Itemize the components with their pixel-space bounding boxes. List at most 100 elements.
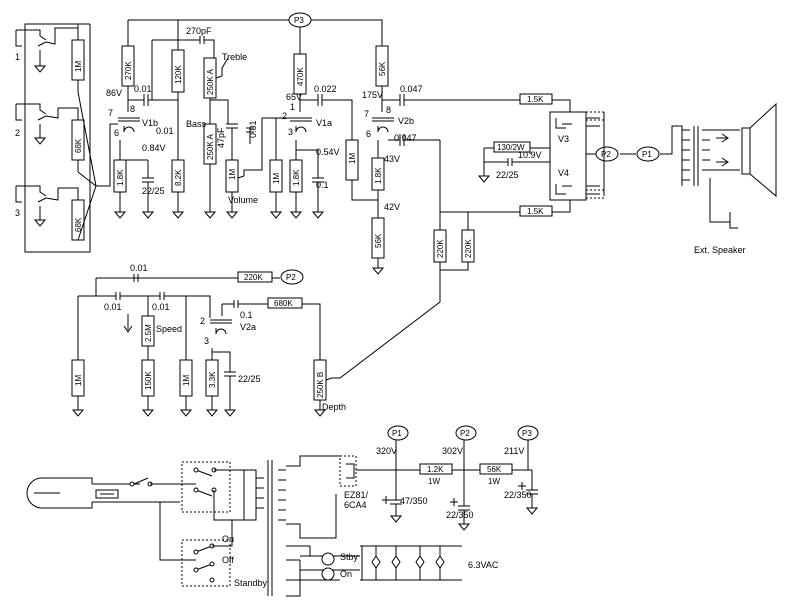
resistor-1-2k-1w [419, 463, 453, 475]
cap-47-350 [382, 470, 403, 523]
pot-bass-value: 250K A [206, 134, 215, 160]
cap-0-047-b-label: 0.047 [394, 133, 417, 143]
pin-7-v1b: 7 [108, 108, 113, 118]
tube-v3-symbol [555, 118, 572, 129]
voltage-86v: 86V [106, 88, 122, 98]
cap-22-350-b [518, 470, 539, 515]
res-68k-b-label: 68K [74, 217, 83, 232]
res-1-8k-a-label: 1.8K [116, 169, 125, 186]
cap-22-25-a [141, 177, 155, 219]
node-p1-supply [387, 425, 409, 441]
cap-270pf-label: 270pF [186, 26, 212, 36]
res-56k-plate-label: 56K [378, 61, 387, 76]
resistor-680k [267, 297, 303, 309]
pin-1-v1a: 1 [290, 102, 295, 112]
res-1m-input-label: 1M [74, 61, 83, 72]
voltage-selector[interactable] [195, 469, 213, 497]
res-1m-v2-label: 1M [348, 153, 357, 164]
rectifier-tube [346, 463, 355, 479]
tube-v1b-symbol [118, 117, 140, 133]
resistor-1-5k-b [519, 205, 553, 217]
voltage-175v: 175V [362, 90, 383, 100]
pilot-lamp-stby [321, 552, 335, 566]
tube-v1b-label: V1b [142, 118, 158, 128]
pot-treble-value: 250K A [206, 69, 215, 95]
res-3-3k-label: 3.3K [208, 371, 217, 388]
voltage-054v: 0.54V [316, 147, 340, 157]
power-plug [26, 477, 60, 509]
power-switch-on-off[interactable] [133, 477, 149, 485]
node-p2-supply [455, 425, 477, 441]
node-p3-supply-label: P3 [522, 429, 532, 438]
off-label: Off [222, 555, 234, 565]
voltage-selector-box [181, 461, 231, 513]
node-p1-supply-label: P1 [392, 429, 402, 438]
node-p3-top [288, 12, 312, 28]
tube-v4-label: V4 [558, 168, 569, 178]
pin-6-v1b: 6 [114, 128, 119, 138]
node-p2-tremolo-label: P2 [286, 273, 296, 282]
input-jack-1 [15, 24, 79, 73]
res-120k-label: 120K [174, 65, 183, 84]
res-470k-label: 470K [296, 67, 305, 86]
speed-label: Speed [156, 324, 182, 334]
pot-depth-value: 250K B [316, 372, 325, 398]
pin-2-v1a: 2 [282, 111, 287, 121]
cap-22-25-b-label: 22/25 [496, 170, 519, 180]
res-680k-label: 680K [274, 299, 293, 308]
input-label-3: 3 [15, 208, 20, 218]
cap-22-25-a-label: 22/25 [142, 186, 165, 196]
pin-8-v2b: 8 [386, 105, 391, 115]
voltage-42v: 42V [384, 202, 400, 212]
voltage-320v: 320V [376, 446, 397, 456]
voltage-084v: 0.84V [142, 143, 166, 153]
res-150k-label: 150K [144, 371, 153, 390]
res-1-8k-b-label: 1.8K [292, 169, 301, 186]
cap-0-01-tremolo-b-label: 0.01 [104, 302, 122, 312]
pin-2-v2a: 2 [200, 316, 205, 326]
pin-3-v2a: 3 [204, 336, 209, 346]
voltage-10-9v: 10.9V [518, 150, 542, 160]
tube-v2b-label: V2b [398, 116, 414, 126]
tube-v2b-symbol [372, 117, 394, 133]
node-p2-output-label: P2 [601, 150, 611, 159]
pin-3-v1a: 3 [288, 127, 293, 137]
cap-0-1-a [311, 177, 325, 219]
rectifier-label-1: EZ81/ [344, 490, 369, 500]
pot-speed-value: 2.5M [144, 324, 153, 342]
cap-22-350-a [450, 470, 471, 531]
res-56k-watt: 1W [488, 477, 500, 486]
cap-22-25-trem-label: 22/25 [238, 374, 261, 384]
node-p3-supply [517, 425, 539, 441]
tube-v1a-symbol [290, 117, 312, 133]
output-transformer [603, 112, 683, 196]
res-220k-b-label: 220K [464, 239, 473, 258]
node-p1-output-label: P1 [642, 150, 652, 159]
node-p2-output [595, 146, 619, 162]
voltage-43v: 43V [384, 154, 400, 164]
res-8-2k-label: 8.2K [174, 169, 183, 186]
res-1-5k-b-label: 1.5K [527, 207, 544, 216]
tube-v1a-label: V1a [316, 118, 332, 128]
node-p2-tremolo [280, 269, 304, 285]
volume-label: Volume [228, 195, 258, 205]
cap-22-350-a-label: 22/350 [446, 510, 474, 520]
res-1m-trem-b-label: 1M [182, 375, 191, 386]
node-p3-top-label: P3 [294, 16, 304, 25]
standby-switch[interactable] [195, 545, 213, 571]
tube-v4-symbol [555, 184, 572, 195]
res-130-label: 130/2W [497, 143, 525, 152]
input-jack-2 [15, 103, 59, 145]
res-1-2k-watt: 1W [428, 477, 440, 486]
cap-47-350-label: 47/350 [400, 496, 428, 506]
cap-22-350-b-label: 22/350 [504, 490, 532, 500]
res-1-8k-c-label: 1.8K [374, 167, 383, 184]
ext-speaker-label: Ext. Speaker [694, 245, 746, 255]
input-label-1: 1 [15, 52, 20, 62]
on-label: On [222, 534, 234, 544]
tube-v2a-label: V2a [240, 322, 256, 332]
output-tube-pair-box [549, 111, 587, 201]
resistor-130-2w [493, 141, 531, 153]
cap-0-01-tremolo-a-label: 0.01 [130, 263, 148, 273]
